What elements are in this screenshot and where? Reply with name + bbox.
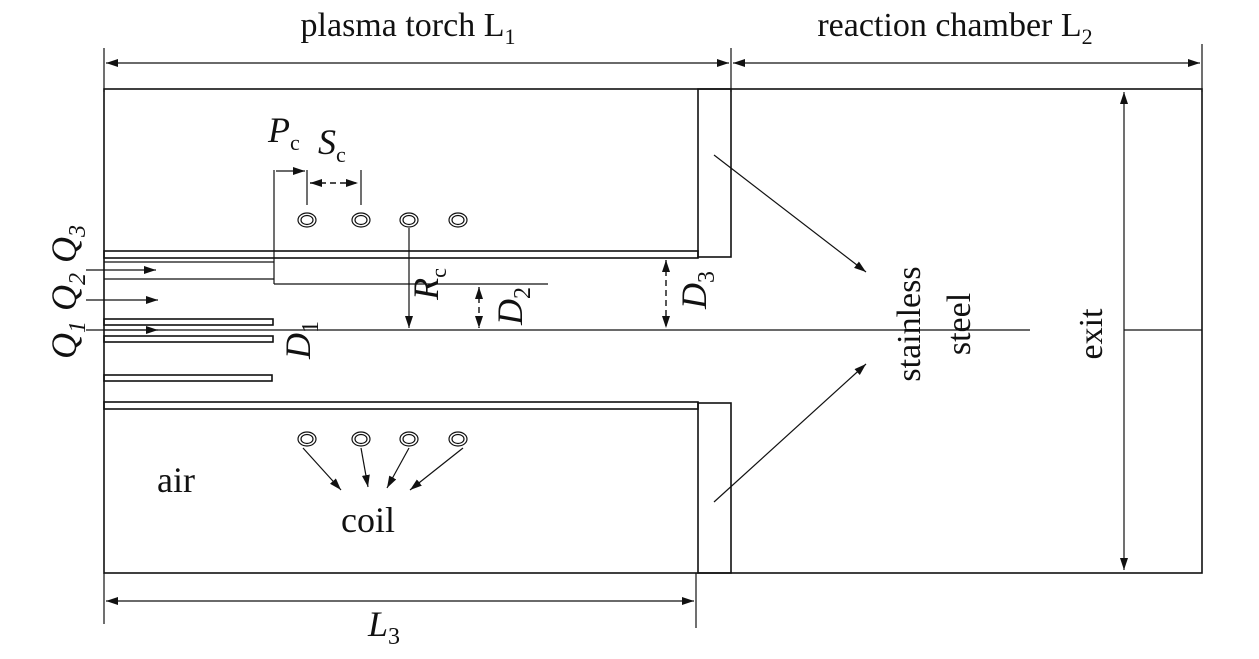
inlet-arrows (86, 266, 158, 334)
coil-pointers (302, 447, 464, 491)
pc-label: Pc (267, 110, 300, 155)
coil-turns-top (297, 212, 468, 228)
top-dimension-lines (103, 44, 1203, 92)
q1-label: Q1 (44, 321, 91, 359)
steel-label: steel (941, 293, 978, 355)
d1-label: D1 (278, 321, 324, 360)
inner-tubes (103, 170, 1030, 410)
rc-label: Rc (406, 268, 451, 301)
d2-label: D2 (490, 287, 536, 326)
outer-walls (103, 88, 1203, 574)
pc-sc-dimension (276, 167, 362, 205)
air-label: air (157, 460, 195, 500)
sc-label: Sc (318, 122, 346, 167)
q3-label: Q3 (44, 225, 91, 263)
l3-dimension (103, 573, 697, 628)
exit-label: exit (1073, 308, 1110, 360)
d3-label: D3 (674, 271, 720, 310)
coil-turns-bottom (297, 431, 468, 447)
stainless-label: stainless (891, 266, 928, 381)
reaction-chamber-label: reaction chamber L2 (817, 7, 1092, 49)
coil-label: coil (341, 500, 395, 540)
l3-label: L3 (367, 604, 400, 650)
q2-label: Q2 (44, 273, 91, 311)
stainless-steel-pointers (713, 154, 867, 503)
plasma-torch-label: plasma torch L1 (301, 7, 516, 49)
